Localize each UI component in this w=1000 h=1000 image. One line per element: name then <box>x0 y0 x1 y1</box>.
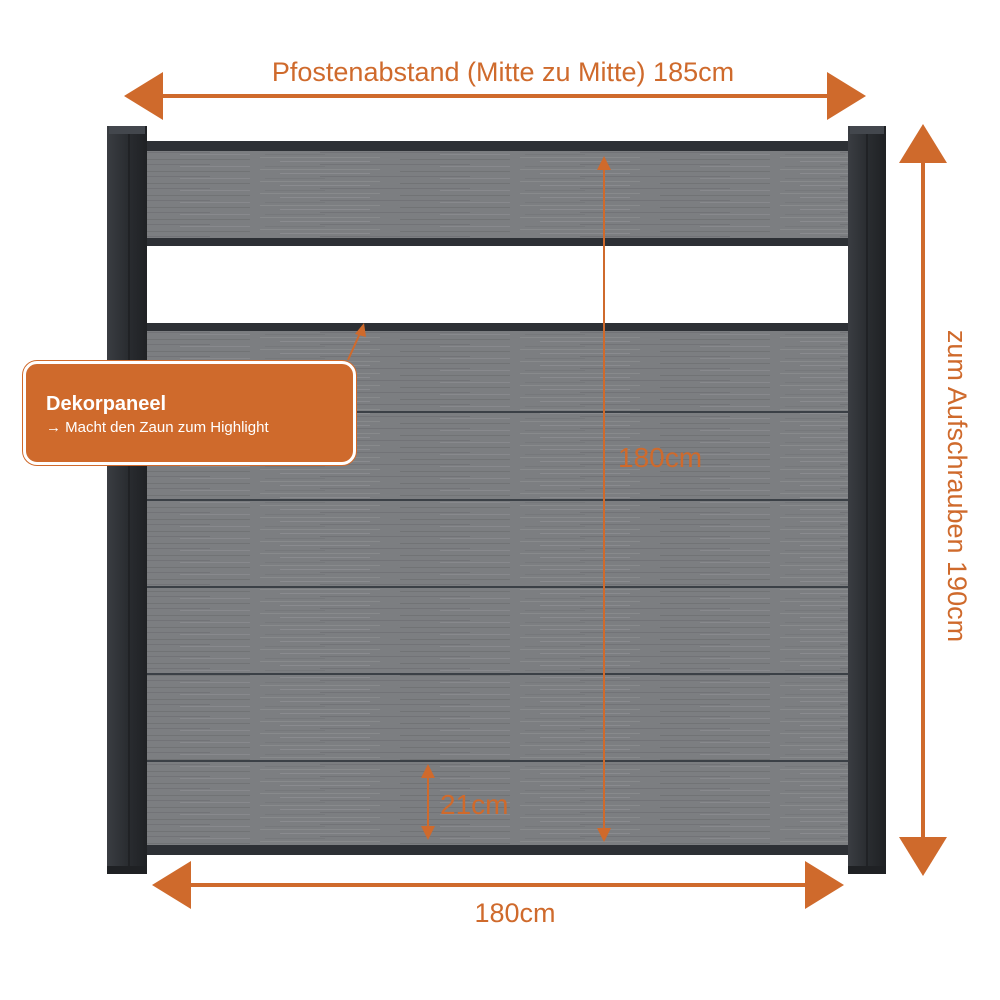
bottom-dimension-arrow <box>152 861 844 909</box>
decor-rail-upper <box>146 238 848 246</box>
left-post <box>107 126 147 874</box>
bottom-rail <box>146 845 848 855</box>
top-dimension-label: Pfostenabstand (Mitte zu Mitte) 185cm <box>272 57 734 87</box>
height-dimension-label: 180cm <box>618 442 702 473</box>
callout-pointer <box>347 323 366 361</box>
callout-subtitle: → Macht den Zaun zum Highlight <box>46 419 269 436</box>
decor-rail-lower <box>146 323 848 331</box>
height-dimension-arrow <box>597 156 611 842</box>
board-gap <box>146 586 848 588</box>
top-board <box>146 150 848 240</box>
board-dimension-arrow <box>421 764 435 840</box>
callout-dekorpaneel: Dekorpaneel → Macht den Zaun zum Highlig… <box>23 361 356 465</box>
board-gap <box>146 411 848 413</box>
right-dimension-label: zum Aufschrauben 190cm <box>942 330 972 642</box>
board-gap <box>146 673 848 675</box>
right-post <box>848 126 886 874</box>
callout-title: Dekorpaneel <box>46 393 167 415</box>
bottom-dimension-label: 180cm <box>474 898 555 928</box>
board-gap <box>146 499 848 501</box>
right-dimension-arrow <box>899 124 947 876</box>
board-dimension-label: 21cm <box>440 789 508 820</box>
board-gap <box>146 760 848 762</box>
top-dimension-arrow <box>124 72 866 120</box>
top-rail <box>146 141 848 151</box>
